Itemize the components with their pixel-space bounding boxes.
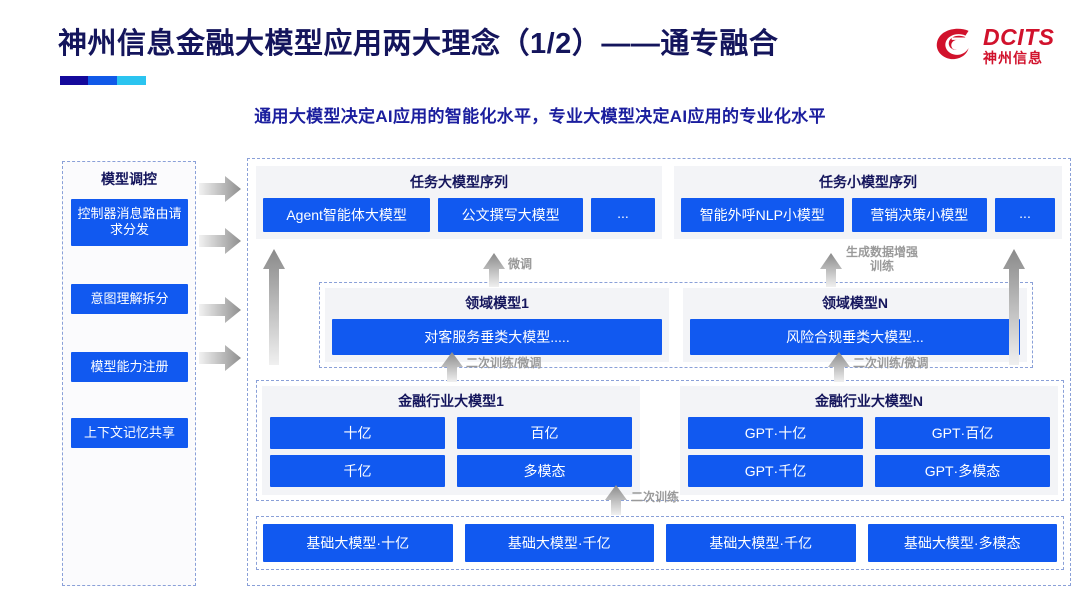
control-item-capability[interactable]: 模型能力注册 — [71, 351, 188, 382]
title-underline-bar — [60, 76, 146, 85]
chip-agent-model[interactable]: Agent智能体大模型 — [263, 198, 431, 232]
control-item-context[interactable]: 上下文记忆共享 — [71, 418, 188, 449]
underline-segment-dark — [60, 76, 89, 85]
base-model-frame: 基础大模型·十亿 基础大模型·千亿 基础大模型·千亿 基础大模型·多模态 — [256, 516, 1064, 570]
architecture-frame: 任务大模型序列 Agent智能体大模型 公文撰写大模型 ... 任务小模型序列 … — [247, 158, 1071, 586]
flow-arrow-up-retrain-bottom — [605, 485, 627, 515]
industry-model-title-1: 金融行业大模型1 — [398, 393, 504, 409]
connector-arrow-right-2 — [199, 228, 241, 254]
industry-model-grid-1: 十亿 百亿 千亿 多模态 — [270, 417, 632, 487]
arrow-label-finetune: 微调 — [508, 257, 533, 271]
control-item-router[interactable]: 控制器消息路由请求分发 — [71, 199, 188, 246]
industry-box-1-hundred-billion[interactable]: 千亿 — [270, 455, 445, 487]
base-model-box-1[interactable]: 基础大模型·十亿 — [263, 524, 453, 562]
control-panel: 模型调控 控制器消息路由请求分发 意图理解拆分 模型能力注册 上下文记忆共享 — [62, 161, 196, 586]
flow-arrow-up-finetune — [483, 253, 505, 287]
connector-arrow-right-3 — [199, 297, 241, 323]
chip-document-writing-model[interactable]: 公文撰写大模型 — [438, 198, 583, 232]
arrow-label-retrain-left: 二次训练/微调 — [466, 356, 542, 370]
logo-en-text: DCITS — [983, 23, 1055, 50]
control-item-intent[interactable]: 意图理解拆分 — [71, 283, 188, 314]
base-model-box-2[interactable]: 基础大模型·千亿 — [464, 524, 654, 562]
dcits-swirl-icon — [936, 28, 969, 60]
industry-box-1-billion[interactable]: 十亿 — [270, 417, 445, 449]
industry-box-n-billion[interactable]: GPT·十亿 — [688, 417, 863, 449]
base-model-box-3[interactable]: 基础大模型·千亿 — [666, 524, 856, 562]
industry-model-grid-n: GPT·十亿 GPT·百亿 GPT·千亿 GPT·多模态 — [688, 417, 1050, 487]
brand-logo: DCITS 神州信息 — [934, 18, 1062, 72]
control-panel-title: 模型调控 — [101, 171, 157, 187]
arrow-label-data-augment: 生成数据增强 训练 — [846, 245, 919, 274]
chip-more-small[interactable]: ... — [995, 198, 1056, 232]
task-small-model-chips: 智能外呼NLP小模型 营销决策小模型 ... — [681, 198, 1056, 232]
industry-box-n-ten-billion[interactable]: GPT·百亿 — [875, 417, 1050, 449]
connector-arrow-right-4 — [199, 345, 241, 371]
domain-model-title-n: 领域模型N — [821, 295, 889, 311]
task-model-row: 任务大模型序列 Agent智能体大模型 公文撰写大模型 ... 任务小模型序列 … — [256, 166, 1064, 239]
industry-model-panel-n: 金融行业大模型N GPT·十亿 GPT·百亿 GPT·千亿 GPT·多模态 — [680, 386, 1058, 495]
page-title: 神州信息金融大模型应用两大理念（1/2）——通专融合 — [58, 28, 779, 60]
domain-model-box-1[interactable]: 对客服务垂类大模型..... — [332, 319, 662, 355]
task-big-model-chips: Agent智能体大模型 公文撰写大模型 ... — [263, 198, 655, 232]
flow-arrow-up-retrain-right — [828, 352, 850, 382]
page-subtitle: 通用大模型决定AI应用的智能化水平，专业大模型决定AI应用的专业化水平 — [254, 107, 826, 126]
underline-segment-mid — [88, 76, 117, 85]
logo-text-block: DCITS 神州信息 — [983, 23, 1055, 66]
industry-box-1-ten-billion[interactable]: 百亿 — [457, 417, 632, 449]
industry-box-n-hundred-billion[interactable]: GPT·千亿 — [688, 455, 863, 487]
industry-model-panel-1: 金融行业大模型1 十亿 百亿 千亿 多模态 — [262, 386, 640, 495]
industry-box-1-multimodal[interactable]: 多模态 — [457, 455, 632, 487]
underline-segment-light — [116, 76, 146, 85]
chip-outbound-nlp-model[interactable]: 智能外呼NLP小模型 — [681, 198, 844, 232]
domain-model-title-1: 领域模型1 — [465, 295, 529, 311]
flow-arrow-up-left-tall — [263, 249, 285, 365]
flow-arrow-up-data-augment — [820, 253, 842, 287]
arrow-label-retrain-right: 二次训练/微调 — [853, 356, 929, 370]
chip-marketing-decision-model[interactable]: 营销决策小模型 — [851, 198, 988, 232]
domain-model-frame: 领域模型1 对客服务垂类大模型..... 领域模型N 风险合规垂类大模型... — [319, 282, 1033, 368]
arrow-label-retrain-bottom: 二次训练 — [631, 490, 680, 504]
domain-model-panel-n: 领域模型N 风险合规垂类大模型... — [683, 288, 1027, 362]
arrow-label-data-augment-line1: 生成数据增强 — [846, 245, 919, 259]
domain-model-panel-1: 领域模型1 对客服务垂类大模型..... — [325, 288, 669, 362]
chip-more-big[interactable]: ... — [591, 198, 655, 232]
industry-box-n-multimodal[interactable]: GPT·多模态 — [875, 455, 1050, 487]
connector-arrow-right-1 — [199, 176, 241, 202]
industry-model-frame: 金融行业大模型1 十亿 百亿 千亿 多模态 金融行业大模型N GPT·十亿 GP… — [256, 380, 1064, 501]
task-big-model-panel: 任务大模型序列 Agent智能体大模型 公文撰写大模型 ... — [256, 166, 662, 239]
flow-arrow-up-retrain-left — [441, 352, 463, 382]
flow-arrow-up-right-tall — [1003, 249, 1025, 365]
task-big-model-title: 任务大模型序列 — [410, 174, 508, 190]
base-model-box-4[interactable]: 基础大模型·多模态 — [867, 524, 1057, 562]
task-small-model-title: 任务小模型序列 — [819, 174, 917, 190]
domain-model-box-n[interactable]: 风险合规垂类大模型... — [690, 319, 1020, 355]
industry-model-title-n: 金融行业大模型N — [814, 393, 924, 409]
arrow-label-data-augment-line2: 训练 — [870, 258, 895, 273]
task-small-model-panel: 任务小模型序列 智能外呼NLP小模型 营销决策小模型 ... — [674, 166, 1062, 239]
logo-cn-text: 神州信息 — [983, 49, 1043, 66]
